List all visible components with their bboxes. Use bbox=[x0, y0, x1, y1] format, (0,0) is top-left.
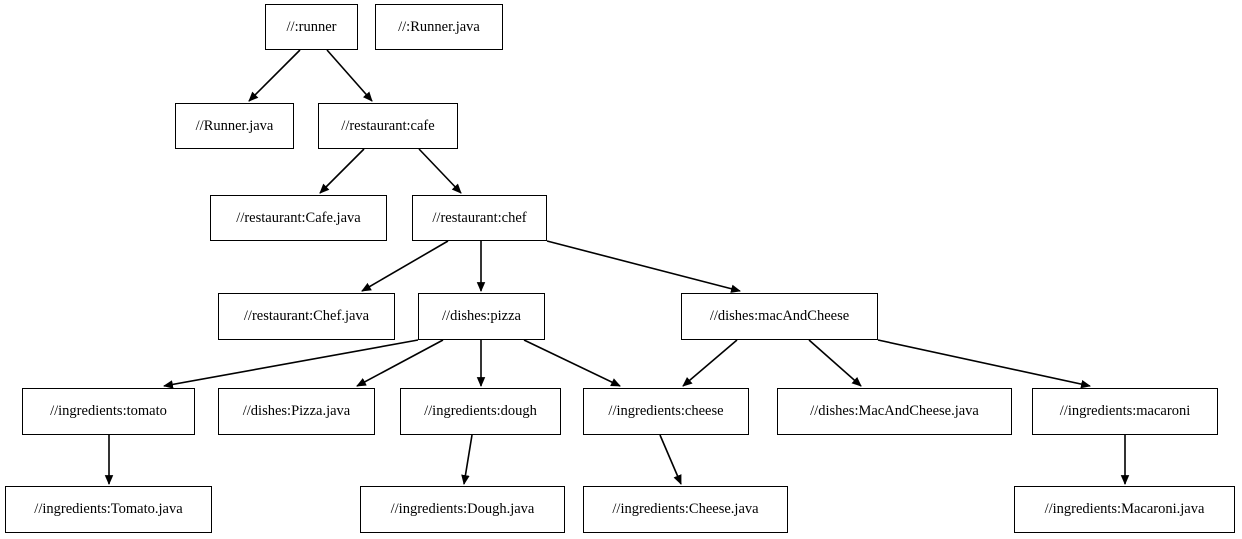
graph-node-label: //restaurant:Chef.java bbox=[243, 308, 370, 325]
graph-node-ing_tomato[interactable]: //ingredients:tomato bbox=[22, 388, 195, 435]
graph-node-macaroni_java[interactable]: //ingredients:Macaroni.java bbox=[1014, 486, 1235, 533]
graph-node-dishes_pizza[interactable]: //dishes:pizza bbox=[418, 293, 545, 340]
graph-node-root_runner_java[interactable]: //:Runner.java bbox=[375, 4, 503, 50]
graph-node-cafe_java[interactable]: //restaurant:Cafe.java bbox=[210, 195, 387, 241]
graph-node-label: //dishes:Pizza.java bbox=[242, 403, 351, 420]
graph-node-restaurant_cafe[interactable]: //restaurant:cafe bbox=[318, 103, 458, 149]
graph-node-label: //ingredients:Tomato.java bbox=[34, 501, 183, 518]
graph-node-restaurant_chef[interactable]: //restaurant:chef bbox=[412, 195, 547, 241]
graph-node-runner[interactable]: //:runner bbox=[265, 4, 358, 50]
graph-node-dough_java[interactable]: //ingredients:Dough.java bbox=[360, 486, 565, 533]
graph-node-label: //:runner bbox=[286, 18, 337, 35]
graph-node-label: //dishes:pizza bbox=[442, 308, 521, 325]
graph-node-label: //dishes:MacAndCheese.java bbox=[810, 403, 979, 420]
graph-node-label: //ingredients:Dough.java bbox=[390, 501, 535, 518]
graph-node-label: //Runner.java bbox=[195, 117, 274, 134]
graph-node-cheese_java[interactable]: //ingredients:Cheese.java bbox=[583, 486, 788, 533]
graph-node-dishes_macchee[interactable]: //dishes:macAndCheese bbox=[681, 293, 878, 340]
graph-node-ing_cheese[interactable]: //ingredients:cheese bbox=[583, 388, 749, 435]
graph-node-tomato_java[interactable]: //ingredients:Tomato.java bbox=[5, 486, 212, 533]
graph-node-runner_java[interactable]: //Runner.java bbox=[175, 103, 294, 149]
graph-node-label: //dishes:macAndCheese bbox=[709, 308, 850, 325]
graph-node-label: //ingredients:dough bbox=[424, 403, 537, 420]
graph-node-label: //restaurant:chef bbox=[432, 209, 527, 226]
graph-node-label: //ingredients:cheese bbox=[608, 403, 724, 420]
graph-node-label: //ingredients:Macaroni.java bbox=[1044, 501, 1205, 518]
graph-node-label: //ingredients:tomato bbox=[50, 403, 167, 420]
graph-node-label: //restaurant:cafe bbox=[341, 117, 435, 134]
graph-node-macchee_java[interactable]: //dishes:MacAndCheese.java bbox=[777, 388, 1012, 435]
graph-node-label: //ingredients:Cheese.java bbox=[612, 501, 759, 518]
graph-node-ing_macaroni[interactable]: //ingredients:macaroni bbox=[1032, 388, 1218, 435]
graph-node-label: //restaurant:Cafe.java bbox=[236, 209, 361, 226]
graph-node-pizza_java[interactable]: //dishes:Pizza.java bbox=[218, 388, 375, 435]
graph-node-chef_java[interactable]: //restaurant:Chef.java bbox=[218, 293, 395, 340]
graph-node-label: //ingredients:macaroni bbox=[1059, 403, 1191, 420]
graph-node-ing_dough[interactable]: //ingredients:dough bbox=[400, 388, 561, 435]
graph-node-label: //:Runner.java bbox=[398, 18, 480, 35]
